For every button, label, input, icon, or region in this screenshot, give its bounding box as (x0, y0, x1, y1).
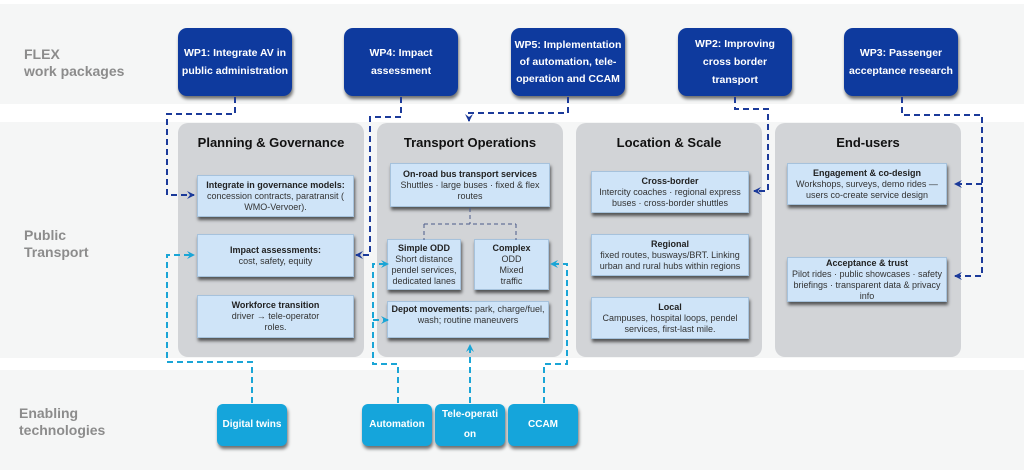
tech-tele-operation[interactable]: Tele-operati on (435, 404, 505, 446)
wp3-box[interactable]: WP3: Passenger acceptance research (844, 28, 958, 96)
card-regional[interactable]: Regional fixed routes, busways/BRT. Link… (591, 234, 749, 276)
card-simple-odd[interactable]: Simple ODD Short distance pendel service… (387, 239, 461, 290)
tech-label: Tele-operati on (442, 409, 498, 440)
column-title: Transport Operations (403, 135, 537, 150)
tech-automation[interactable]: Automation (362, 404, 432, 446)
card-title: Integrate in governance models: (206, 179, 345, 190)
column-end-users: End-users Engagement & co-design Worksho… (775, 123, 961, 357)
card-complex-odd[interactable]: Complex ODD Mixed traffic (474, 239, 549, 290)
tech-label: Digital twins (222, 419, 282, 430)
card-title: Workforce transition (231, 300, 320, 310)
card-title: Impact assessments: (229, 244, 322, 255)
card-text: park, charge/fuel, wash; routine maneuve… (417, 304, 545, 325)
card-title: On-road bus transport services (402, 168, 538, 179)
card-text: Shuttles · large buses · fixed & flex ro… (400, 179, 540, 201)
card-title: Simple ODD (397, 242, 450, 253)
card-text: cost, safety, equity (238, 255, 313, 266)
column-title: Location & Scale (616, 135, 722, 150)
card-text: Workshops, surveys, demo rides — users c… (796, 178, 938, 200)
card-on-road-bus[interactable]: On-road bus transport services Shuttles … (390, 163, 550, 207)
tech-label: CCAM (528, 419, 558, 430)
card-text: concession contracts, paratransit ( WMO-… (206, 190, 345, 212)
card-title: Acceptance & trust (825, 257, 909, 268)
card-title: Depot movements: (391, 304, 473, 314)
card-impact-assessments[interactable]: Impact assessments: cost, safety, equity (197, 234, 354, 277)
card-workforce-transition[interactable]: Workforce transition driver → tele-opera… (197, 295, 354, 338)
card-text: Campuses, hospital loops, pendel service… (602, 312, 738, 334)
card-title: Engagement & co-design (812, 167, 921, 178)
card-engagement-codesign[interactable]: Engagement & co-design Workshops, survey… (787, 163, 947, 205)
card-text: Pilot rides · public showcases · safety … (791, 268, 943, 301)
tech-label: Automation (369, 419, 425, 430)
column-location-scale: Location & Scale Cross-border Intercity … (576, 123, 762, 357)
column-transport-operations: Transport Operations On-road bus transpo… (377, 123, 563, 357)
wp4-box[interactable]: WP4: Impact assessment (344, 28, 458, 96)
tech-digital-twins[interactable]: Digital twins (217, 404, 287, 446)
wp1-label: WP1: Integrate AV in public administrati… (181, 47, 289, 77)
row-label-public-transport: Public Transport (24, 227, 89, 260)
row-label-enabling: Enabling technologies (19, 405, 106, 438)
wp2-label: WP2: Improving cross border transport (695, 38, 775, 86)
wp5-label: WP5: Implementation of automation, tele-… (514, 38, 622, 85)
column-planning-governance: Planning & Governance Integrate in gover… (178, 123, 364, 357)
wp1-box[interactable]: WP1: Integrate AV in public administrati… (178, 28, 292, 96)
tech-ccam[interactable]: CCAM (508, 404, 578, 446)
row-label-work-packages: FLEX work packages (24, 46, 125, 79)
wp3-label: WP3: Passenger acceptance research (849, 47, 953, 77)
card-local[interactable]: Local Campuses, hospital loops, pendel s… (591, 297, 749, 339)
card-text: ODD Mixed traffic (499, 254, 524, 286)
column-title: End-users (836, 135, 900, 150)
card-text: Short distance pendel services, dedicate… (391, 253, 457, 286)
card-title: Cross-border (641, 175, 699, 186)
column-title: Planning & Governance (197, 135, 345, 150)
card-text: fixed routes, busways/BRT. Linking urban… (599, 249, 741, 271)
card-title: Complex (492, 243, 531, 253)
wp2-box[interactable]: WP2: Improving cross border transport (678, 28, 792, 96)
wp4-label: WP4: Impact assessment (369, 47, 433, 77)
card-governance-models[interactable]: Integrate in governance models: concessi… (197, 175, 354, 217)
card-cross-border[interactable]: Cross-border Intercity coaches · regiona… (591, 171, 749, 213)
card-text: driver → tele-operator roles. (231, 311, 320, 332)
card-title: Local (658, 301, 682, 312)
card-title: Regional (650, 238, 689, 249)
card-acceptance-trust[interactable]: Acceptance & trust Pilot rides · public … (787, 257, 947, 302)
card-depot-movements[interactable]: Depot movements: park, charge/fuel, wash… (387, 301, 549, 338)
wp5-box[interactable]: WP5: Implementation of automation, tele-… (511, 28, 625, 96)
card-text: Intercity coaches · regional express bus… (599, 186, 741, 208)
